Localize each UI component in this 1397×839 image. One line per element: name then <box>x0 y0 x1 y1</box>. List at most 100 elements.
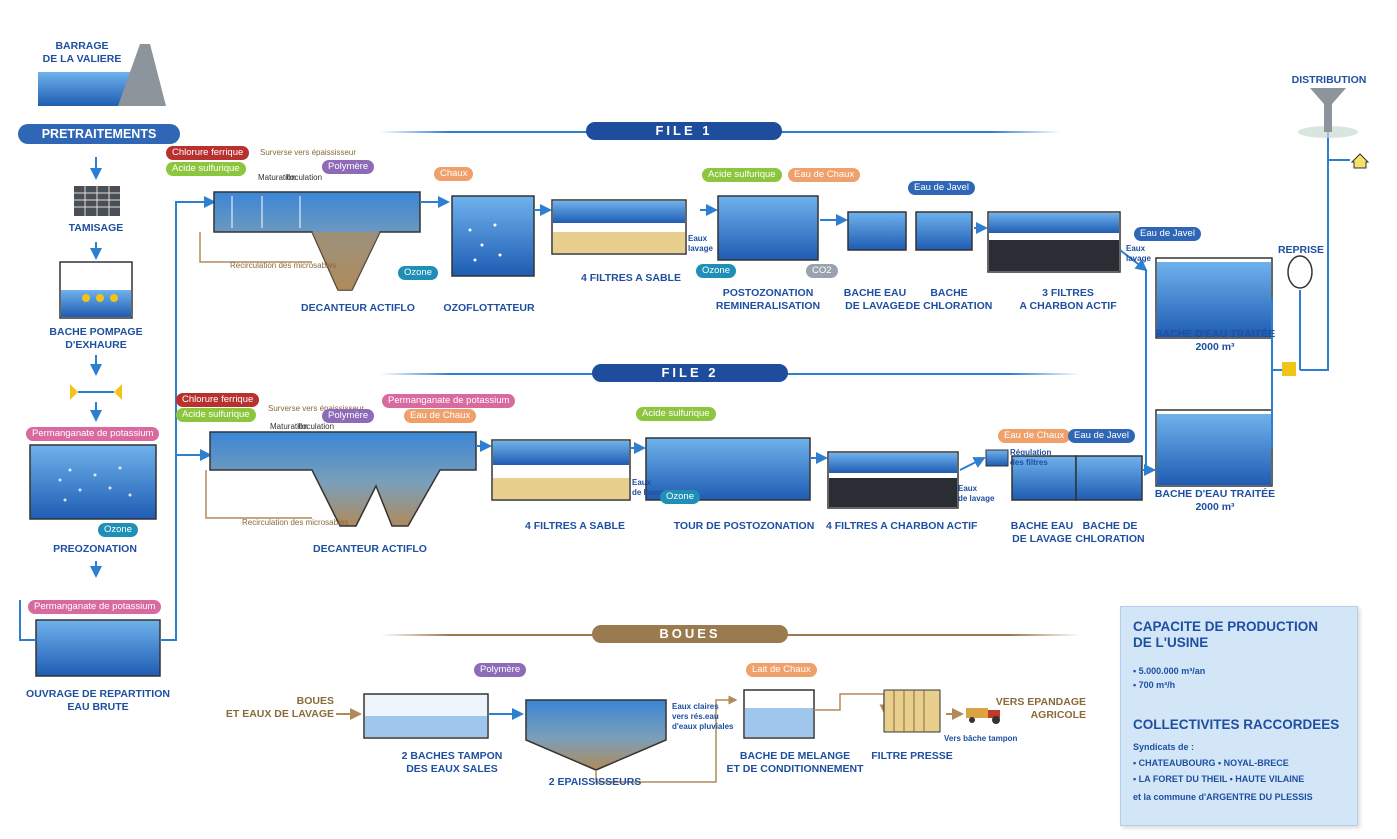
house-icon <box>1350 153 1370 169</box>
reprise-label: REPRISE <box>1277 244 1325 256</box>
polymere2-pill: Polymère <box>322 409 375 423</box>
recirculation2-label: Recirculation des microsables <box>242 518 349 527</box>
distribution-graphic <box>1298 88 1358 138</box>
pretraitements-label: PRETRAITEMENTS <box>18 124 180 144</box>
bache-chloration1-graphic <box>915 211 973 251</box>
valves-graphic <box>70 384 122 400</box>
floculation1-label: floculation <box>286 173 323 182</box>
decanteur2-label: DECANTEUR ACTIFLO <box>313 543 427 555</box>
ozone-ozo-pill: Ozone <box>398 266 438 280</box>
surverse1-label: Surverse vers épaississeur <box>260 148 357 157</box>
epaississeurs-label: 2 EPAISSISSEURS <box>548 776 642 788</box>
lait-chaux-pill: Lait de Chaux <box>746 663 817 677</box>
bache-lavage2-graphic <box>1011 455 1143 501</box>
charbon2-graphic <box>827 451 959 509</box>
filtre-presse-label: FILTRE PRESSE <box>871 750 953 762</box>
charbon1-graphic <box>987 211 1121 273</box>
recirculation1-label: Recirculation des microsables <box>230 261 337 270</box>
file2-banner: FILE 2 <box>592 364 788 382</box>
acide-sulfurique2-pill: Acide sulfurique <box>702 168 782 182</box>
acide-sulfurique4-pill: Acide sulfurique <box>636 407 716 421</box>
charbon2-label: 4 FILTRES A CHARBON ACTIF <box>826 520 978 532</box>
filtre-presse-graphic <box>883 689 941 733</box>
filtres-sable1-graphic <box>551 199 687 255</box>
bache-traitee1-graphic <box>1155 257 1273 339</box>
distribution-label: DISTRIBUTION <box>1291 74 1367 86</box>
chaux-pill: Chaux <box>434 167 474 181</box>
syndicats-label: Syndicats de : <box>1133 742 1195 752</box>
recirculation1-line <box>199 232 312 263</box>
filtres-sable1-label: 4 FILTRES A SABLE <box>581 272 681 284</box>
ouvrage-graphic <box>35 619 161 677</box>
file1-banner: FILE 1 <box>586 122 782 140</box>
maturation1-label: Maturation <box>258 173 296 182</box>
polymere1-pill: Polymère <box>322 160 375 174</box>
ozoflottateur-graphic <box>451 195 535 277</box>
tamisage-graphic <box>74 186 120 216</box>
eau-chaux2-pill: Eau de Chaux <box>404 409 477 423</box>
regulation-graphic <box>985 449 1009 467</box>
filtres-sable2-label: 4 FILTRES A SABLE <box>525 520 625 532</box>
capacity-item-1: • 5.000.000 m³/an <box>1133 666 1206 676</box>
capacity-item-2: • 700 m³/h <box>1133 680 1176 690</box>
floculation2-label: floculation <box>298 422 335 431</box>
decanteur1-graphic <box>213 191 421 291</box>
permanganate1-pill: Permanganate de potassium <box>26 427 160 441</box>
bache-traitee2-graphic <box>1155 409 1273 487</box>
permanganate3-pill: Permanganate de potassium <box>382 394 516 408</box>
co2-pill: CO2 <box>806 264 838 278</box>
baches-tampon-graphic <box>363 693 489 739</box>
pump-graphic <box>1282 362 1296 376</box>
bache-lavage1-graphic <box>847 211 907 251</box>
boues-banner: BOUES <box>592 625 788 643</box>
preozonation-label: PREOZONATION <box>53 543 137 555</box>
collectivite-line-3: et la commune d'ARGENTRE DU PLESSIS <box>1133 792 1313 802</box>
tour-postozonation-graphic <box>645 437 811 501</box>
eau-javel2-pill: Eau de Javel <box>1134 227 1201 241</box>
ozone-post-pill: Ozone <box>696 264 736 278</box>
chlorure-ferrique1-pill: Chlorure ferrique <box>166 146 250 160</box>
filtres-sable2-graphic <box>491 439 631 501</box>
eau-chaux3-pill: Eau de Chaux <box>998 429 1071 443</box>
collectivites-title: COLLECTIVITES RACCORDEES <box>1133 717 1340 732</box>
ozone2-pill: Ozone <box>660 490 700 504</box>
eau-chaux1-pill: Eau de Chaux <box>788 168 861 182</box>
preozonation-graphic <box>29 444 157 520</box>
surverse2-label: Surverse vers épaississeur <box>268 404 365 413</box>
barrage-graphic <box>38 44 166 106</box>
collectivite-line-1: • CHATEAUBOURG • NOYAL-BRECE <box>1133 758 1289 768</box>
tractor-icon <box>966 708 1000 724</box>
acide-sulfurique3-pill: Acide sulfurique <box>176 408 256 422</box>
acide-sulfurique1-pill: Acide sulfurique <box>166 162 246 176</box>
tamisage-label: TAMISAGE <box>68 222 124 234</box>
decanteur2-graphic <box>209 431 477 527</box>
maturation2-label: Maturation <box>270 422 308 431</box>
bache-melange-graphic <box>743 689 815 739</box>
polymere3-pill: Polymère <box>474 663 527 677</box>
chlorure-ferrique2-pill: Chlorure ferrique <box>176 393 260 407</box>
recirculation2-line <box>205 470 312 519</box>
ozone-pre-pill: Ozone <box>98 523 138 537</box>
collectivite-line-2: • LA FORET DU THEIL • HAUTE VILAINE <box>1133 774 1305 784</box>
